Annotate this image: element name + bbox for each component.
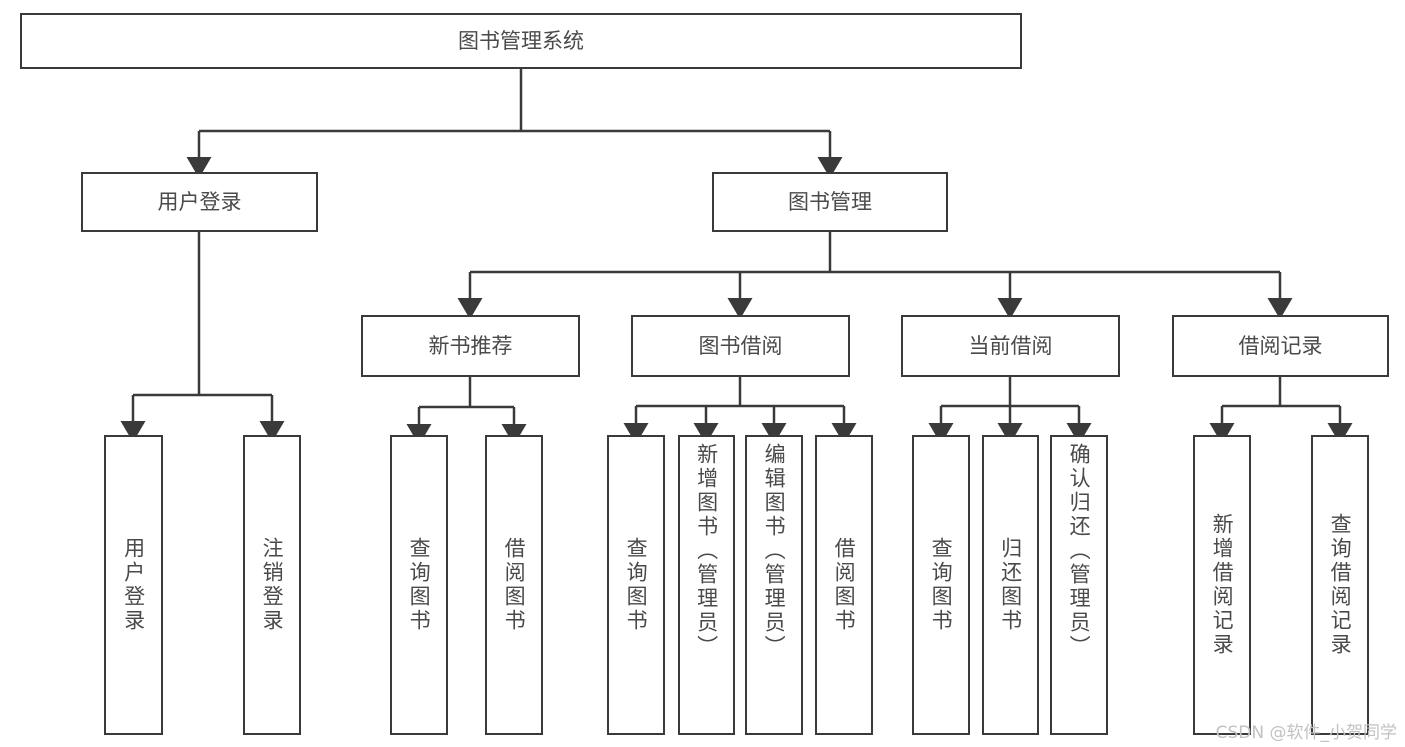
node-label: 归还图书 <box>998 537 1023 633</box>
node-current-borrow[interactable]: 当前借阅 <box>901 315 1120 377</box>
node-label: 图书管理 <box>788 189 872 214</box>
node-label: 图书管理系统 <box>458 28 584 53</box>
node-label: 新增图书（管理员） <box>694 443 719 659</box>
node-book-management-system[interactable]: 图书管理系统 <box>20 13 1022 69</box>
node-label: 编辑图书（管理员） <box>762 443 787 659</box>
node-label: 查询图书 <box>624 537 649 633</box>
leaf-user-login[interactable]: 用户登录 <box>104 435 163 735</box>
leaf-logout-login[interactable]: 注销登录 <box>243 435 301 735</box>
leaf-add-book-admin[interactable]: 新增图书（管理员） <box>678 435 735 735</box>
leaf-edit-book-admin[interactable]: 编辑图书（管理员） <box>745 435 803 735</box>
node-label: 借阅图书 <box>832 537 857 633</box>
leaf-query-borrow-record[interactable]: 查询借阅记录 <box>1311 435 1369 735</box>
node-label: 当前借阅 <box>968 333 1053 358</box>
leaf-borrow-book-borrow[interactable]: 借阅图书 <box>815 435 873 735</box>
leaf-confirm-return-admin[interactable]: 确认归还（管理员） <box>1050 435 1108 735</box>
node-new-book-recommend[interactable]: 新书推荐 <box>361 315 580 377</box>
node-label: 查询借阅记录 <box>1328 513 1353 657</box>
leaf-query-book-borrow[interactable]: 查询图书 <box>607 435 665 735</box>
node-user-login[interactable]: 用户登录 <box>81 172 318 232</box>
node-label: 新书推荐 <box>428 333 513 358</box>
leaf-add-borrow-record[interactable]: 新增借阅记录 <box>1193 435 1251 735</box>
node-label: 用户登录 <box>157 189 242 214</box>
node-label: 确认归还（管理员） <box>1067 443 1092 659</box>
node-label: 注销登录 <box>260 537 285 633</box>
node-book-borrow[interactable]: 图书借阅 <box>631 315 850 377</box>
leaf-borrow-book-recommend[interactable]: 借阅图书 <box>485 435 543 735</box>
node-label: 图书借阅 <box>698 333 783 358</box>
node-label: 查询图书 <box>929 537 954 633</box>
node-borrow-record[interactable]: 借阅记录 <box>1172 315 1389 377</box>
node-label: 用户登录 <box>121 537 146 633</box>
node-book-management[interactable]: 图书管理 <box>712 172 948 232</box>
leaf-query-book-current[interactable]: 查询图书 <box>912 435 970 735</box>
node-label: 借阅记录 <box>1238 333 1323 358</box>
node-label: 新增借阅记录 <box>1210 513 1235 657</box>
leaf-return-book[interactable]: 归还图书 <box>982 435 1039 735</box>
leaf-query-book-recommend[interactable]: 查询图书 <box>390 435 448 735</box>
node-label: 查询图书 <box>407 537 432 633</box>
node-label: 借阅图书 <box>502 537 527 633</box>
